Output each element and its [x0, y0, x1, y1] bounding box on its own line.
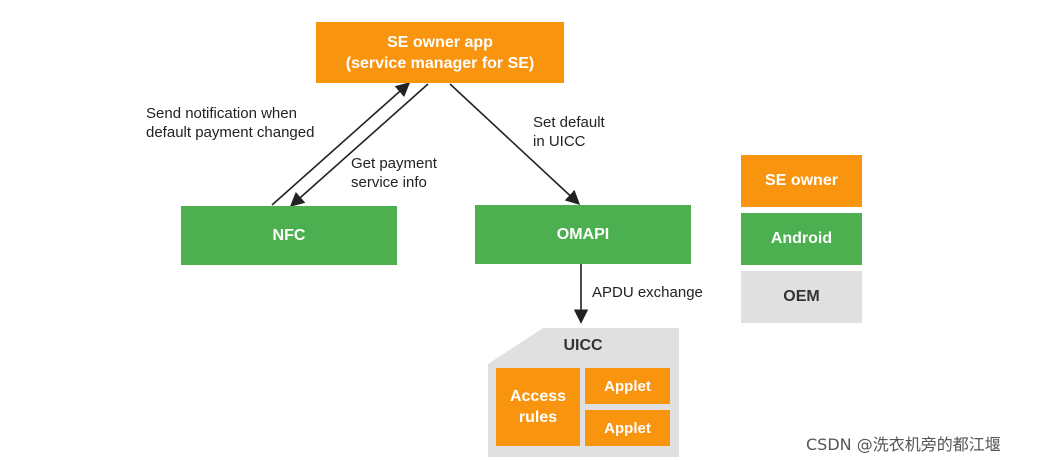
legend-android: Android	[741, 213, 862, 265]
apdu-exchange-label: APDU exchange	[592, 284, 703, 301]
access-rules-node: Access rules	[496, 368, 580, 446]
set-default-label: Set default in UICC	[533, 114, 605, 150]
nfc-node: NFC	[181, 206, 397, 265]
arrow-nfc-to-se-owner-app	[271, 82, 411, 206]
arrow-se-owner-app-to-nfc	[289, 83, 429, 207]
legend-oem: OEM	[741, 271, 862, 323]
omapi-node: OMAPI	[475, 205, 691, 264]
send-notification-label: Send notification when default payment c…	[146, 105, 315, 141]
watermark-text: CSDN @洗衣机旁的都江堰	[806, 435, 1001, 454]
access-rules-line2: rules	[518, 409, 558, 426]
access-rules-line1: Access	[509, 388, 567, 405]
se-owner-app-node: SE owner app (service manager for SE)	[316, 22, 564, 83]
applet-bottom-node: Applet	[585, 410, 670, 446]
se-owner-app-subtitle: (service manager for SE)	[345, 54, 535, 72]
nfc-label: NFC	[272, 226, 306, 244]
get-payment-label: Get payment service info	[351, 155, 437, 191]
omapi-label: OMAPI	[556, 225, 610, 243]
arrow-se-owner-app-to-omapi	[449, 83, 581, 205]
uicc-label: UICC	[563, 337, 603, 354]
applet-top-node: Applet	[585, 368, 670, 404]
legend-se-owner: SE owner	[741, 155, 862, 207]
se-owner-app-title: SE owner app	[387, 33, 493, 51]
